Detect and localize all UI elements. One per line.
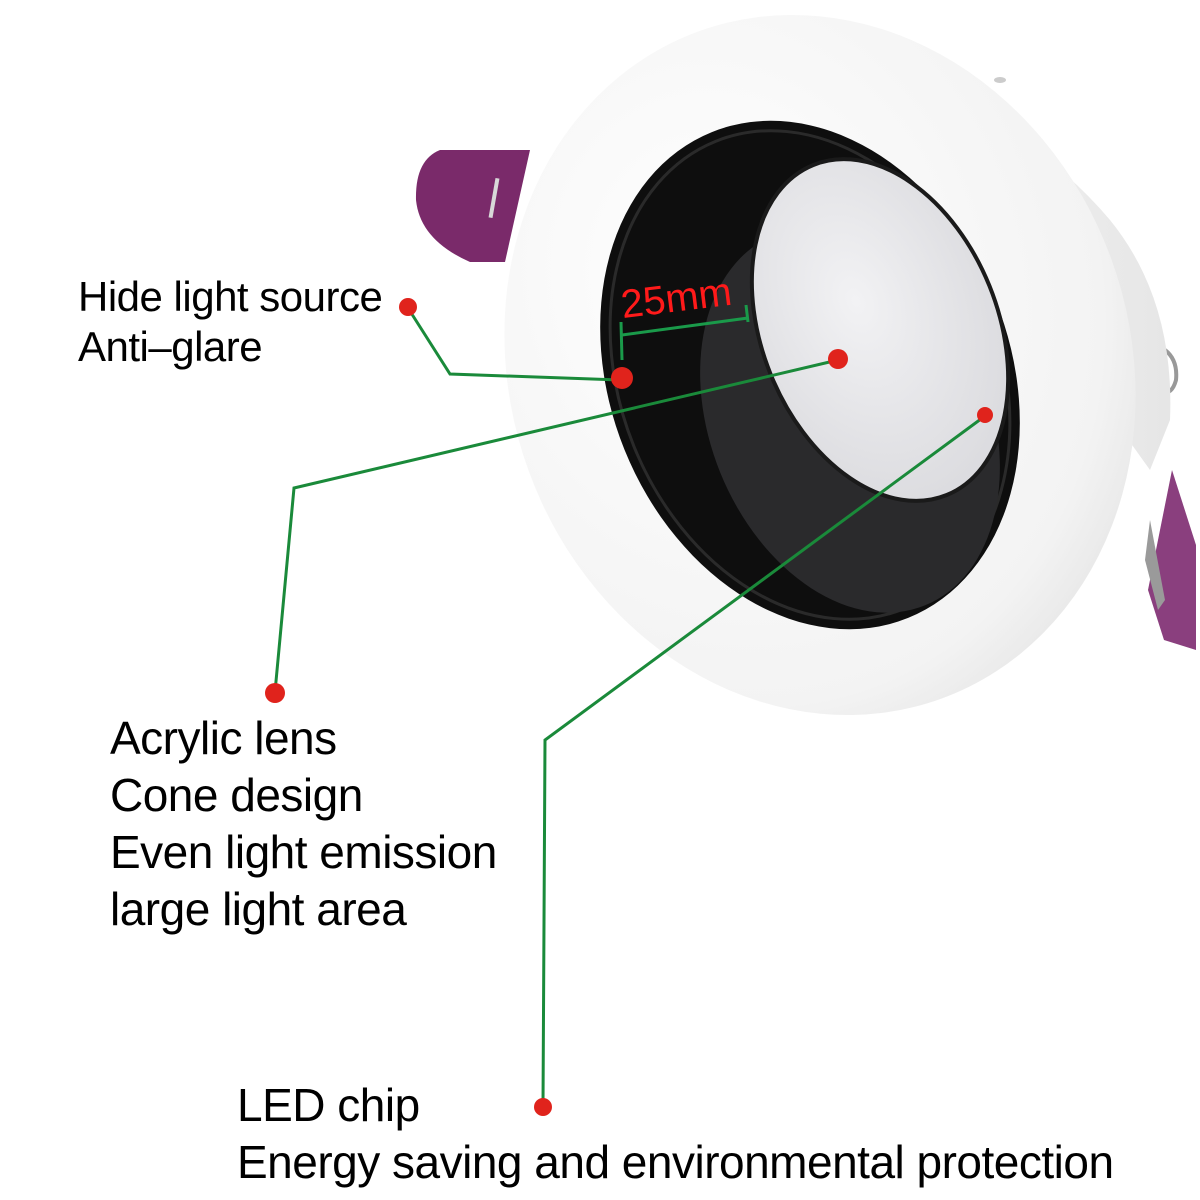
callout-dot-led-label: [534, 1098, 552, 1116]
callout-dot-acrylic-label: [265, 683, 285, 703]
callout-line: LED chip: [237, 1079, 420, 1131]
callout-dot-anti-glare-label: [399, 298, 417, 316]
callout-dot-acrylic-target: [828, 349, 848, 369]
callout-dot-anti-glare-target: [611, 367, 633, 389]
callout-line: Acrylic lens: [110, 712, 337, 764]
callout-line: Hide light source: [78, 273, 383, 320]
callout-line: large light area: [110, 883, 407, 935]
leader-line-acrylic-lens: [273, 358, 839, 693]
spring-clip-left-icon: [415, 150, 530, 262]
callout-line: Cone design: [110, 769, 363, 821]
callout-anti-glare: Hide light source Anti–glare: [78, 273, 383, 376]
leader-lines: [273, 307, 986, 1106]
callout-line: Energy saving and environmental protecti…: [237, 1136, 1114, 1188]
callout-acrylic-lens: Acrylic lens Cone design Even light emis…: [110, 715, 497, 943]
callout-line: Anti–glare: [78, 323, 263, 370]
leader-line-led-chip: [541, 414, 986, 1106]
callout-line: Even light emission: [110, 826, 497, 878]
leader-line-anti-glare: [406, 307, 621, 382]
callout-dot-led-target: [977, 407, 993, 423]
callout-led-chip: LED chip Energy saving and environmental…: [237, 1082, 1114, 1196]
dimension-marker: [619, 304, 750, 361]
acrylic-lens: [751, 159, 1009, 501]
